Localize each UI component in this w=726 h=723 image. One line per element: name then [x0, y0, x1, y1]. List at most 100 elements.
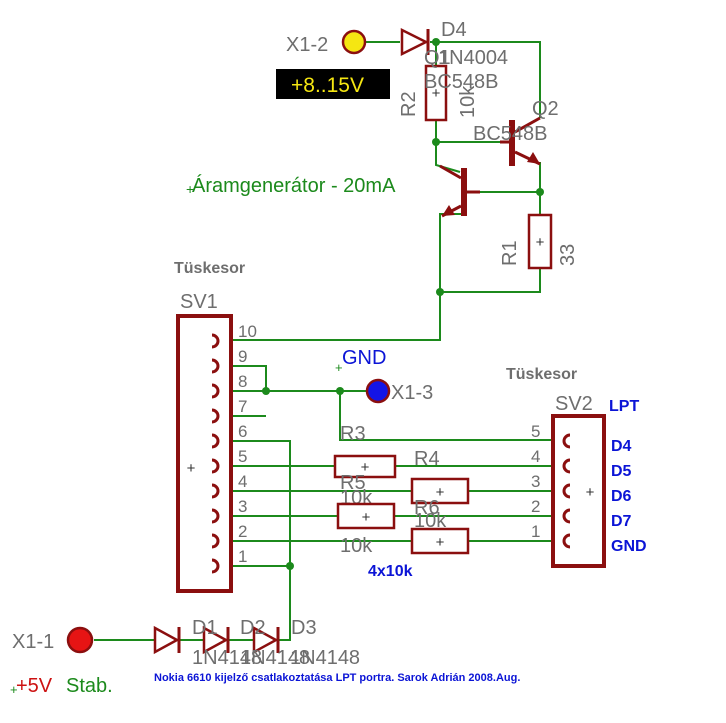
resistor-r2-plus: + — [432, 85, 441, 102]
r3-name: R3 — [340, 423, 366, 445]
wire-r1-bottom — [440, 268, 541, 293]
footer-caption: Nokia 6610 kijelző csatlakoztatása LPT p… — [154, 672, 520, 684]
sv1-pin-number: 9 — [238, 347, 247, 366]
x1-3-connector[interactable] — [365, 378, 391, 404]
current-source-label: Áramgenerátor - 20mA — [192, 174, 396, 197]
junction-dot — [432, 138, 440, 146]
sv2-pin-socket — [562, 433, 571, 449]
sv1-title: Tüskesor — [174, 260, 245, 277]
q1-value: BC548B — [424, 71, 499, 93]
wire-gnd-sv2pin5 — [339, 391, 555, 441]
sv1-pin-socket — [211, 333, 220, 349]
sv1-pin-number: 4 — [238, 472, 247, 491]
sv2-pin-number: 5 — [531, 422, 540, 441]
junction-dot — [436, 288, 444, 296]
sv1-pin-socket — [211, 533, 220, 549]
junction-dot — [432, 38, 440, 46]
d3-value: 1N4148 — [290, 647, 360, 669]
resistor-r2 — [424, 64, 448, 122]
lpt-pin-label: D7 — [611, 513, 632, 530]
supply-stab-label: Stab. — [66, 675, 113, 697]
sv1-pin-socket — [211, 383, 220, 399]
q1-name: Q1 — [424, 47, 451, 69]
resistor-note: 4x10k — [368, 563, 413, 580]
supply-voltage-text: +8..15V — [291, 74, 364, 97]
wire-q1-emitter — [232, 213, 462, 341]
sv1-pin-number: 1 — [238, 547, 247, 566]
sv1-plus: + — [187, 460, 196, 477]
transistor-q2 — [500, 116, 541, 166]
q2-name: Q2 — [532, 98, 559, 120]
resistor-r6 — [410, 527, 470, 555]
resistor-r6-plus: + — [436, 534, 445, 551]
sv2-header-body — [551, 414, 606, 568]
resistor-r1 — [527, 213, 553, 270]
d2-name: D2 — [240, 617, 266, 639]
sv2-title: Tüskesor — [506, 366, 577, 383]
label-plus-marker: + — [186, 181, 194, 197]
r5-name: R5 — [340, 472, 366, 494]
sv2-pin-socket — [562, 508, 571, 524]
r1-value: 33 — [557, 244, 579, 266]
resistor-r3-plus: + — [361, 459, 370, 476]
sv1-pin-number: 2 — [238, 522, 247, 541]
resistor-r5-plus: + — [362, 509, 371, 526]
sv1-pin-number: 3 — [238, 497, 247, 516]
x1-2-connector[interactable] — [341, 29, 367, 55]
d4-name: D4 — [441, 19, 467, 41]
lpt-pin-label: D6 — [611, 488, 632, 505]
sv1-pin-socket — [211, 458, 220, 474]
sv1-pin-socket — [211, 433, 220, 449]
sv1-pin-socket — [211, 558, 220, 574]
sv2-pin-socket — [562, 458, 571, 474]
x1-1-connector[interactable] — [66, 626, 94, 654]
diode-d1 — [153, 625, 181, 655]
sv1-pin-socket — [211, 408, 220, 424]
sv2-name: SV2 — [555, 393, 593, 415]
sv1-pin-socket — [211, 483, 220, 499]
r6-name: R6 — [414, 497, 440, 519]
d2-value: 1N4148 — [240, 647, 310, 669]
lpt-pin-label: D5 — [611, 463, 632, 480]
x1-3-label: X1-3 — [391, 382, 433, 404]
resistor-r1-plus: + — [536, 234, 545, 251]
junctions — [262, 38, 544, 570]
wire-d4-top — [430, 41, 541, 118]
sv2-pin-number: 2 — [531, 497, 540, 516]
wire-r2-q1col — [435, 142, 461, 173]
sv1-pin-number: 6 — [238, 422, 247, 441]
r4-name: R4 — [414, 448, 440, 470]
sv2-plus: + — [586, 484, 595, 501]
r2-value: 10k — [457, 85, 479, 118]
junction-dot — [286, 562, 294, 570]
sv1-header-body — [176, 314, 233, 593]
x1-2-label: X1-2 — [286, 34, 328, 56]
sv2-pin-number: 1 — [531, 522, 540, 541]
wire-d3-out — [278, 630, 291, 641]
r5-value: 10k — [340, 535, 373, 557]
lpt-title: LPT — [609, 398, 639, 415]
sv1-pin-number: 7 — [238, 397, 247, 416]
sv1-pin-socket — [211, 358, 220, 374]
lpt-pin-label: D4 — [611, 438, 632, 455]
sv2-pin-number: 4 — [531, 447, 540, 466]
lpt-pin-label: GND — [611, 538, 647, 555]
d1-value: 1N4148 — [192, 647, 262, 669]
gnd-label: GND — [342, 347, 386, 369]
r1-name: R1 — [499, 240, 521, 266]
sv2-pin-socket — [562, 533, 571, 549]
q2-value: BC548B — [473, 123, 548, 145]
sv1-pin-number: 5 — [238, 447, 247, 466]
resistor-r3 — [333, 454, 397, 479]
junction-dot — [536, 188, 544, 196]
resistor-r5 — [336, 502, 396, 530]
d4-value: 1N4004 — [438, 47, 508, 69]
junction-dot — [336, 387, 344, 395]
resistor-r4-plus: + — [436, 484, 445, 501]
transistor-q1 — [439, 164, 480, 218]
sv1-pin-number: 8 — [238, 372, 247, 391]
sv2-pin-number: 3 — [531, 472, 540, 491]
supply-plus-marker: + — [10, 682, 18, 697]
junction-dot — [262, 387, 270, 395]
